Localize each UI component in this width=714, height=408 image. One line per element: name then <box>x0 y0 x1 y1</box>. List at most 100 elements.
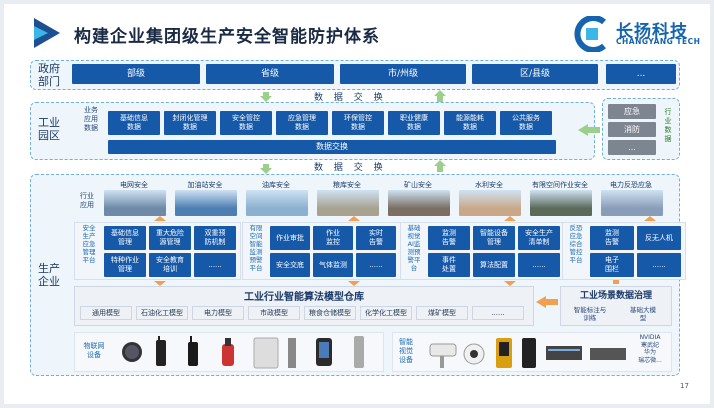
group-cell: 双重预 防机制 <box>194 226 236 250</box>
app-label: 矿山安全 <box>404 181 432 189</box>
group-cell: ...... <box>194 253 236 277</box>
logo-text: 长扬科技 <box>616 22 688 42</box>
detector-icon <box>222 338 234 366</box>
group-side-label: 反恐 应急 综合 管控 平台 <box>569 224 583 264</box>
group-cell: 安全生产 清单制 <box>518 226 560 250</box>
arrow-down-icon <box>260 164 272 174</box>
arrow-up-icon <box>434 160 446 172</box>
walkie-icon <box>188 336 198 366</box>
park-item: 公共服务 数据 <box>500 111 552 135</box>
gov-data-item-1: 智能标注与 训练 <box>573 306 607 322</box>
vision-devices <box>429 338 626 368</box>
gov-data-box <box>560 286 672 326</box>
park-exchange-bar: 数据交换 <box>108 140 556 154</box>
arrow-left-icon <box>578 124 600 136</box>
model-item: 煤矿模型 <box>416 306 468 320</box>
group-cell: ...... <box>356 253 396 277</box>
park-item: 环保管控 数据 <box>332 111 384 135</box>
group-cell: 监测 告警 <box>590 226 634 250</box>
app-photo <box>317 190 379 216</box>
arrow-up-icon <box>434 90 446 102</box>
park-item: 职业健康 数据 <box>388 111 440 135</box>
model-item: 粮食仓储模型 <box>304 306 356 320</box>
gov-data-item-2: 基础大模 型 <box>630 306 656 322</box>
page-number: 17 <box>680 382 689 390</box>
iot-label: 物联网 设备 <box>83 342 105 359</box>
park-item: 安全管控 数据 <box>220 111 272 135</box>
app-photo <box>388 190 450 216</box>
exchange-label-1: 数 据 交 换 <box>314 93 387 103</box>
app-label: 有限空间作业安全 <box>532 181 588 189</box>
group-cell: 基础信息 管理 <box>104 226 146 250</box>
sensor-pole-icon <box>288 338 296 368</box>
industry-label: 行 业 数 据 <box>664 108 672 143</box>
slide: 构建企业集团级生产安全智能防护体系 长扬科技 CHANGYANG TECH 政府… <box>4 4 710 404</box>
group-cell: 监测 告警 <box>428 226 470 250</box>
arrow-left-icon <box>536 296 558 308</box>
vision-label: 智能 视觉 设备 <box>399 338 413 364</box>
park-label: 工业 园区 <box>38 116 60 142</box>
logo-icon <box>574 16 606 52</box>
industry-item: 消防 <box>608 122 656 137</box>
page-title: 构建企业集团级生产安全智能防护体系 <box>74 27 380 47</box>
app-photo <box>175 190 237 216</box>
tablet-icon <box>316 338 332 366</box>
radio-icon <box>156 336 166 366</box>
app-label: 粮库安全 <box>333 181 361 189</box>
group-cell: 作业 监控 <box>313 226 353 250</box>
group-cell: 作业审批 <box>270 226 310 250</box>
group-cell: 重大危险 源管理 <box>149 226 191 250</box>
model-item: 电力模型 <box>192 306 244 320</box>
server-icon <box>546 346 582 360</box>
group-side-label: 基础 视觉 AI监 测预 警平 台 <box>407 224 421 272</box>
app-label: 水利安全 <box>475 181 503 189</box>
app-photo <box>246 190 308 216</box>
gov-item: 部级 <box>72 64 200 84</box>
algo-title: 工业行业智能算法模型仓库 <box>244 292 364 303</box>
app-label: 电网安全 <box>120 181 148 189</box>
app-label: 行业 应用 <box>80 192 94 209</box>
chip-vendors: NVIDIA 寒武纪 华为 瑞芯微... <box>638 334 662 364</box>
app-label: 加油站安全 <box>187 181 223 189</box>
group-cell: 特种作业 管理 <box>104 253 146 277</box>
group-cell: ...... <box>518 253 560 277</box>
gov-data-title: 工业场景数据治理 <box>579 291 652 301</box>
gov-item: ... <box>606 64 676 84</box>
park-item: 封闭化管理 数据 <box>164 111 216 135</box>
app-photo <box>601 190 663 216</box>
group-cell: ...... <box>637 253 681 277</box>
industry-item: ... <box>608 140 656 155</box>
group-cell: 智能设备 管理 <box>473 226 515 250</box>
logo-triangle-icon <box>34 18 60 48</box>
arrow-down-icon <box>260 92 272 102</box>
group-cell: 安全交底 <box>270 253 310 277</box>
edge-box-icon <box>590 348 626 360</box>
park-sub-label: 业务 应用 数据 <box>84 106 98 132</box>
park-item: 应急管理 数据 <box>276 111 328 135</box>
group-cell: 实时 告警 <box>356 226 396 250</box>
gov-item: 区/县级 <box>472 64 598 84</box>
rugged-phone-icon <box>522 338 536 368</box>
gov-item: 省级 <box>206 64 334 84</box>
sensor-box-icon <box>253 337 279 369</box>
group-side-label: 安全 生产 应急 管理 平台 <box>82 224 96 264</box>
model-item: 市政模型 <box>248 306 300 320</box>
iot-devices <box>122 336 364 369</box>
model-item: ...... <box>472 306 524 320</box>
model-item: 化学化工模型 <box>360 306 412 320</box>
handheld-terminal-icon <box>496 338 512 368</box>
app-label: 电力反恐应急 <box>610 181 652 189</box>
gov-label: 政府 部门 <box>38 62 60 88</box>
beacon-icon <box>354 336 364 368</box>
industry-item: 应急 <box>608 104 656 119</box>
group-cell: 电子 围栏 <box>590 253 634 277</box>
logo-subtext: CHANGYANG TECH <box>616 37 701 46</box>
app-photo <box>459 190 521 216</box>
model-item: 通用模型 <box>80 306 132 320</box>
group-cell: 安全教育 培训 <box>149 253 191 277</box>
group-cell: 事件 处置 <box>428 253 470 277</box>
group-cell: 气体监测 <box>313 253 353 277</box>
model-item: 石油化工模型 <box>136 306 188 320</box>
park-item: 基础信息 数据 <box>108 111 160 135</box>
group-cell: 反无人机 <box>637 226 681 250</box>
